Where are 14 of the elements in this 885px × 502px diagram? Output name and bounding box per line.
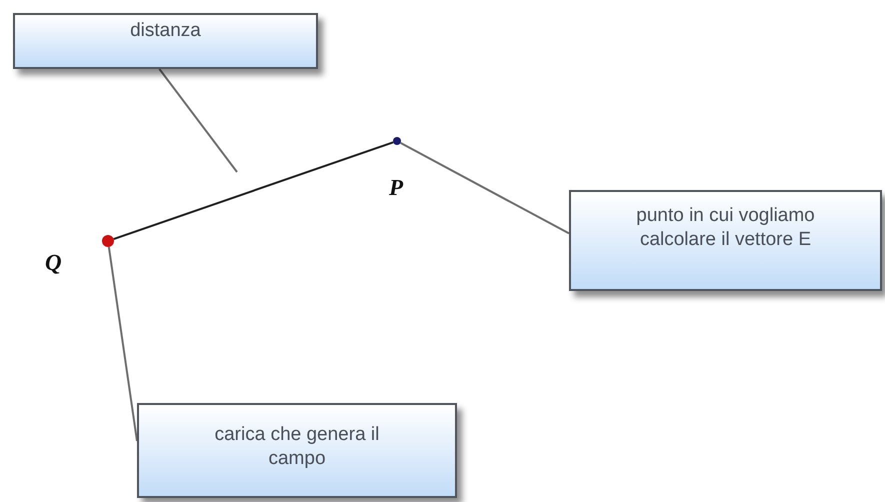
point-label: P — [389, 175, 404, 201]
callout-text: distanza — [130, 19, 201, 43]
callout-box — [13, 13, 318, 69]
point-dot — [393, 137, 401, 145]
leader-line — [158, 68, 238, 173]
leader-line — [108, 246, 138, 442]
point-dot — [102, 235, 114, 247]
callout-text: carica che genera il campo — [214, 423, 380, 471]
callout-box — [569, 190, 882, 291]
point-label: Q — [45, 250, 62, 276]
distance-segment — [113, 141, 394, 240]
callout-box — [137, 403, 457, 498]
callout-text: punto in cui vogliamo calcolare il vettore E — [635, 204, 816, 252]
leader-line — [400, 142, 570, 234]
